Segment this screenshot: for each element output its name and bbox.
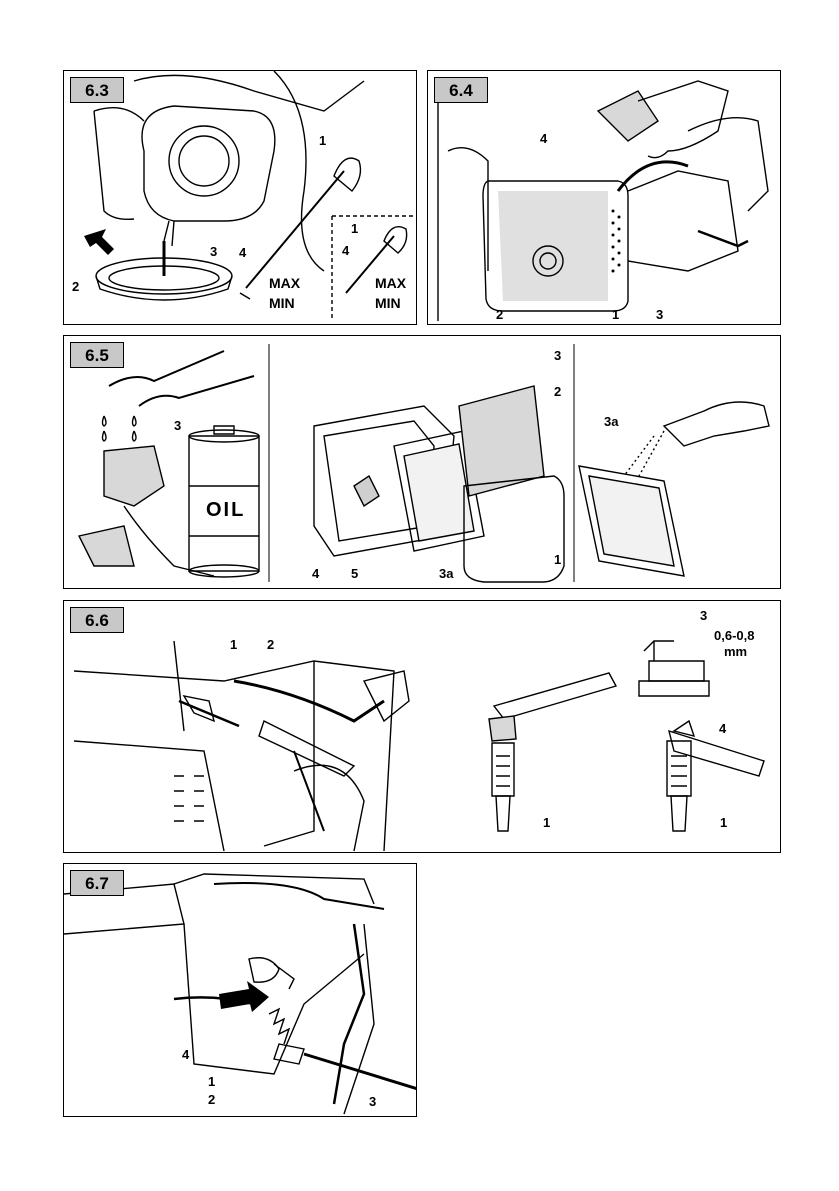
callout-1: 1 [230,637,237,652]
callout-2: 2 [208,1092,215,1107]
callout-3: 3 [369,1094,376,1109]
callout-3: 3 [554,348,561,363]
callout-3: 3 [656,307,663,322]
callout-1-gauge: 1 [720,815,727,830]
callout-1-inset: 1 [351,221,358,236]
callout-3: 3 [700,608,707,623]
callout-4-inset: 4 [342,243,349,258]
callout-2: 2 [496,307,503,322]
callout-3a: 3a [439,566,453,581]
air-filter-cover-illustration [428,71,781,325]
gap-unit: mm [724,644,747,659]
figure-6-4: 6.4 1 2 3 4 [427,70,781,325]
figure-6-5: 6.5 [63,335,781,589]
gap-measure: 0,6-0,8 [714,628,754,643]
callout-4: 4 [239,245,246,260]
figure-label: 6.3 [70,77,124,103]
callout-4: 4 [540,131,547,146]
figure-label: 6.7 [70,870,124,896]
air-filter-cleaning-illustration [64,336,781,589]
callout-4: 4 [719,721,726,736]
callout-5: 5 [351,566,358,581]
callout-3: 3 [210,244,217,259]
callout-1: 1 [612,307,619,322]
spark-plug-illustration [64,601,781,853]
callout-3a-right: 3a [604,414,618,429]
callout-1-brush: 1 [543,815,550,830]
oil-level-illustration [64,71,417,325]
max-label-inset: MAX [375,275,406,291]
callout-3-cloth: 3 [174,418,181,433]
callout-1: 1 [208,1074,215,1089]
callout-2: 2 [72,279,79,294]
callout-1: 1 [554,552,561,567]
callout-2: 2 [267,637,274,652]
figure-6-7: 6.7 4 1 2 3 [63,863,417,1117]
figure-label: 6.6 [70,607,124,633]
figure-label: 6.5 [70,342,124,368]
throttle-cable-illustration [64,864,417,1117]
figure-6-6: 6.6 [63,600,781,853]
callout-2: 2 [554,384,561,399]
min-label: MIN [269,295,295,311]
callout-4: 4 [312,566,319,581]
max-label: MAX [269,275,300,291]
figure-6-3: 6.3 [63,70,417,325]
figure-label: 6.4 [434,77,488,103]
callout-4: 4 [182,1047,189,1062]
oil-can-text: OIL [206,499,245,522]
min-label-inset: MIN [375,295,401,311]
callout-1: 1 [319,133,326,148]
